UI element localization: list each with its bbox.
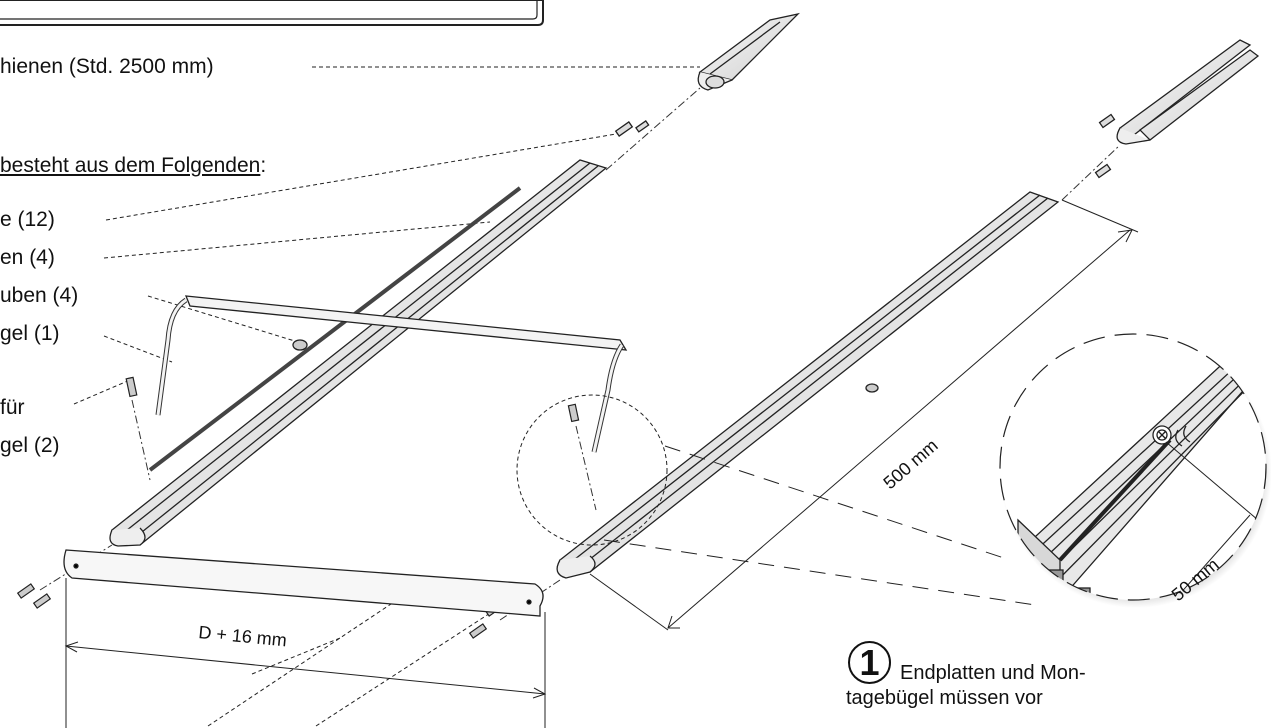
label-consists-of-text: besteht aus dem Folgenden (0, 154, 261, 177)
top-rail-segment-right (1094, 39, 1260, 179)
part-label-3: uben (4) (0, 284, 79, 307)
part-label-2: en (4) (0, 246, 55, 269)
label-consists-of-colon: : (260, 154, 267, 177)
step-number-badge: 1 (848, 641, 891, 684)
end-plate (63, 549, 544, 617)
step-text-line-1: Endplatten und Mon- (900, 662, 1086, 684)
part-label-1: e (12) (0, 208, 55, 231)
detail-marker-circle (516, 394, 668, 546)
dimension-500mm (589, 199, 1139, 631)
leader-lines (73, 66, 700, 727)
step-text-line-2: tagebügel müssen vor (846, 687, 1043, 709)
dimension-500mm-label: 500 mm (880, 435, 942, 493)
top-rail-segment-left (614, 12, 801, 137)
label-rails-standard-length: hienen (Std. 2500 mm) (0, 55, 214, 78)
part-label-4: gel (1) (0, 322, 60, 345)
detail-view (999, 333, 1271, 608)
right-rail (556, 191, 1060, 579)
part-label-5a: für (0, 396, 25, 419)
dimension-d16-label: D + 16 mm (198, 622, 288, 650)
label-consists-of: besteht aus dem Folgenden: (0, 154, 266, 178)
dimension-d16 (64, 578, 547, 728)
left-rail (109, 159, 608, 547)
heading-box-frame (0, 0, 544, 26)
part-label-5b: gel (2) (0, 434, 60, 457)
mounting-bracket (155, 295, 628, 453)
